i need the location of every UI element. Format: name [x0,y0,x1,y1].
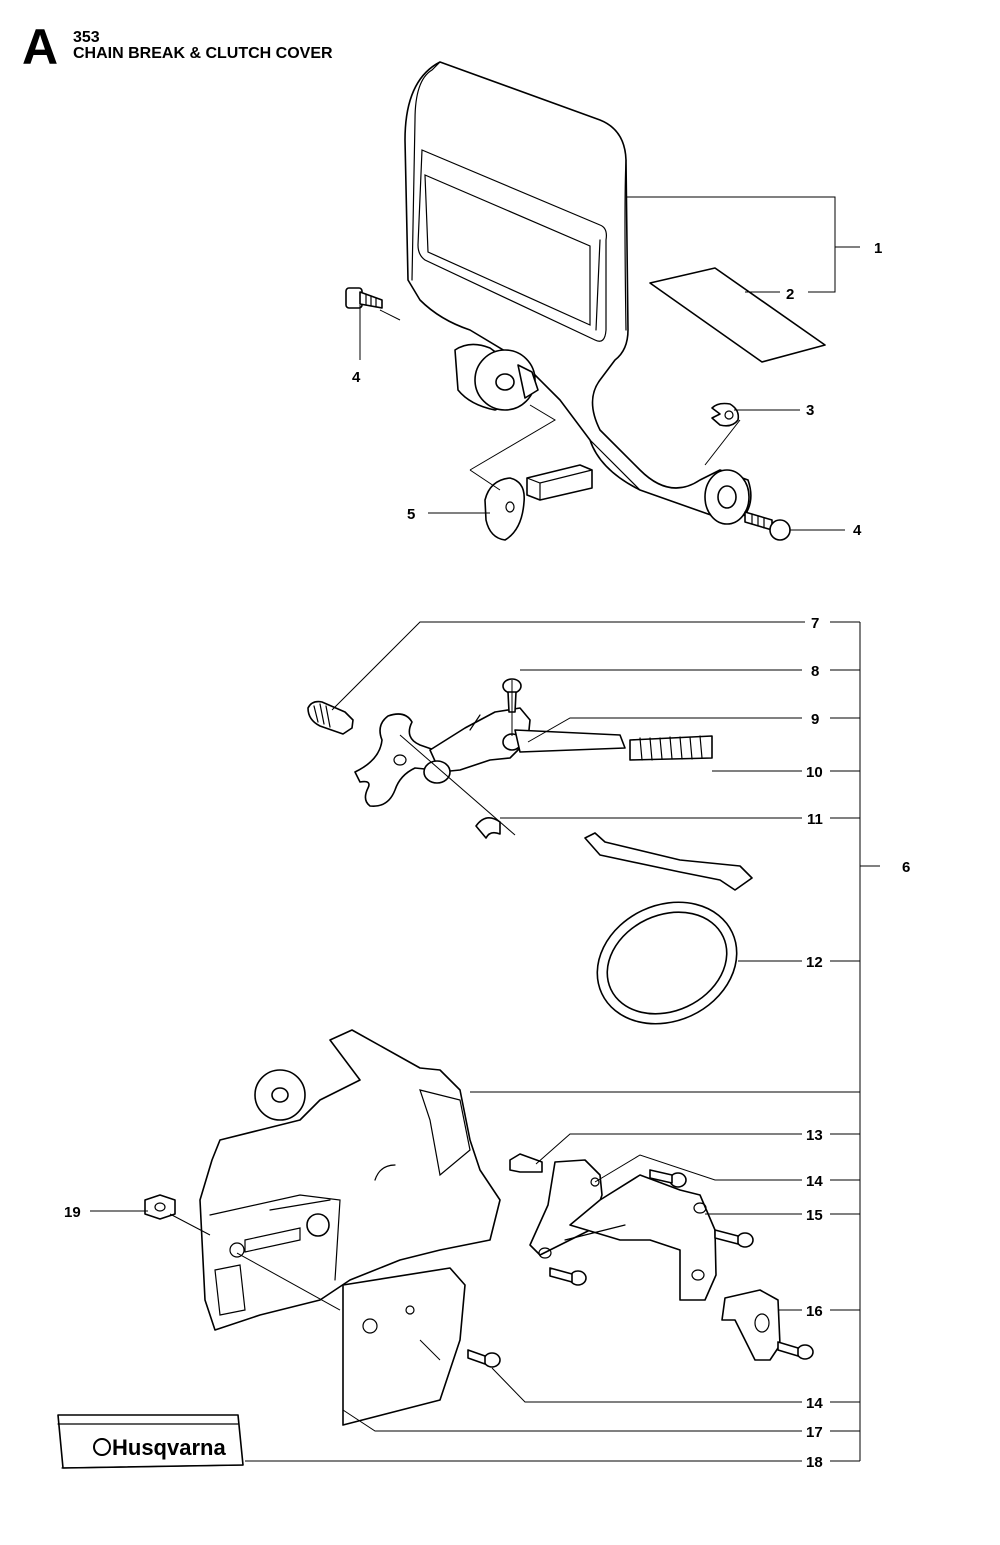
diagram-title: CHAIN BREAK & CLUTCH COVER [73,45,333,62]
callout-14-upper: 14 [806,1173,823,1190]
cover-plate [342,1267,466,1426]
callout-1: 1 [874,240,882,257]
spring-clip [711,402,740,427]
screw-small [502,678,522,713]
upper-leaders [359,196,860,531]
husqvarna-logo: Husqvarna [93,1435,226,1460]
pawl-assembly [423,707,626,784]
clutch-cover [199,1029,501,1331]
e-clip [475,817,501,839]
callout-13: 13 [806,1127,823,1144]
callout-11: 11 [807,811,823,828]
callout-7: 7 [811,615,819,632]
nut [144,1194,176,1220]
pivot-pin [307,700,354,735]
callout-2: 2 [786,286,794,303]
brake-lever [354,713,441,807]
callout-12: 12 [806,954,823,971]
chain-guard [564,1174,717,1301]
callout-6: 6 [902,859,910,876]
husqvarna-wordmark: Husqvarna [112,1435,226,1460]
callout-8: 8 [811,663,819,680]
callout-17: 17 [806,1424,823,1441]
brake-band [584,832,753,1025]
stud [509,1153,543,1173]
screw-upper [345,287,383,309]
section-letter: A [22,19,59,75]
lower-decal: Husqvarna [57,1414,244,1469]
header: A 353 CHAIN BREAK & CLUTCH COVER [0,0,600,80]
model-number: 353 [73,29,100,46]
callout-numbers: 1 2 3 4 4 5 6 7 8 9 10 11 12 13 14 14 15… [64,240,910,1471]
callout-4-lower: 4 [853,522,862,539]
bar-guide [721,1289,781,1361]
callout-4-upper: 4 [352,369,361,386]
decal [649,267,826,363]
callout-19: 19 [64,1204,81,1221]
callout-10: 10 [806,764,823,781]
spring [629,735,713,761]
callout-18: 18 [806,1454,823,1471]
washer-block [484,464,593,541]
brake-mechanism [307,678,753,1025]
callout-9: 9 [811,711,819,728]
screw-lower [744,511,791,541]
callout-5: 5 [407,506,415,523]
cover-screws [467,1169,814,1368]
lower-leaders [90,621,880,1462]
hand-guard [404,61,752,525]
callout-14-lower: 14 [806,1395,823,1412]
callout-16: 16 [806,1303,823,1320]
callout-3: 3 [806,402,814,419]
callout-15: 15 [806,1207,823,1224]
